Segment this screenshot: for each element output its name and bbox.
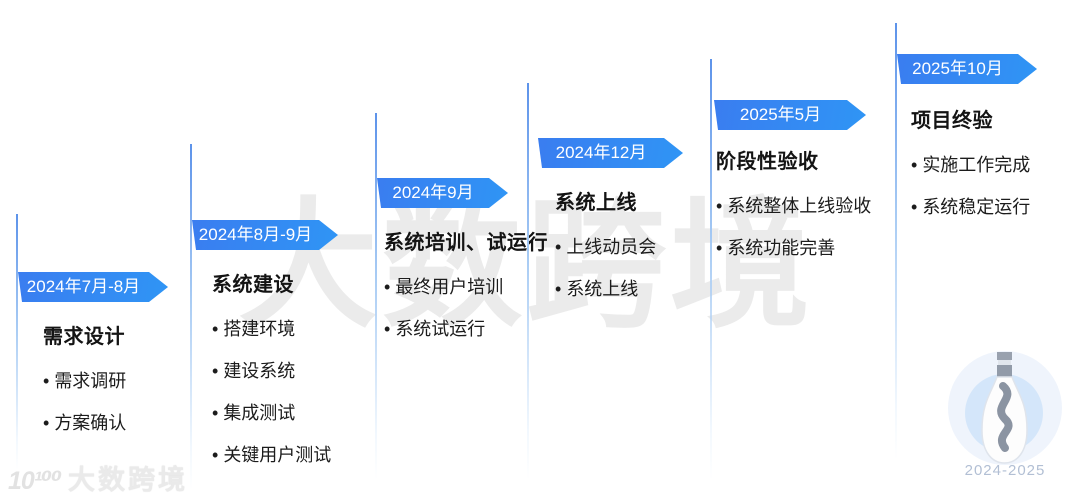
stage-5-title: 阶段性验收: [716, 151, 819, 173]
stage-6-bullet-list: 实施工作完成 系统稳定运行: [911, 154, 1030, 218]
bullet-item: 方案确认: [43, 412, 126, 434]
stage-3-content: 系统培训、试运行 最终用户培训 系统试运行: [384, 226, 548, 360]
stage-1-bullet-list: 需求调研 方案确认: [43, 370, 126, 434]
bullet-item: 集成测试: [212, 402, 331, 424]
stage-1-title: 需求设计: [43, 326, 125, 348]
stage-3-bullet-list: 最终用户培训 系统试运行: [384, 276, 548, 340]
bullet-item: 最终用户培训: [384, 276, 548, 298]
stage-6-guide-line: [895, 23, 897, 460]
bullet-item: 实施工作完成: [911, 154, 1030, 176]
bullet-item: 系统整体上线验收: [716, 195, 871, 217]
bullet-item: 系统试运行: [384, 318, 548, 340]
bullet-item: 需求调研: [43, 370, 126, 392]
bullet-item: 系统稳定运行: [911, 196, 1030, 218]
stage-1-content: 需求设计 需求调研 方案确认: [43, 320, 126, 454]
brand-watermark: 10¹⁰⁰ 大数跨境: [8, 458, 188, 497]
stage-2-title: 系统建设: [212, 274, 294, 296]
stage-5-date-banner: 2025年5月: [714, 100, 866, 130]
bullet-item: 建设系统: [212, 360, 331, 382]
stage-5-bullet-list: 系统整体上线验收 系统功能完善: [716, 195, 871, 259]
stage-5-guide-line: [710, 59, 712, 480]
stage-6-date-banner: 2025年10月: [897, 54, 1037, 84]
brand-name-text: 大数跨境: [68, 465, 189, 495]
center-watermark-text: 大数跨境: [238, 187, 815, 344]
stage-1-date-banner: 2024年7月-8月: [18, 272, 168, 302]
bullet-item: 系统上线: [555, 278, 656, 300]
stage-6-content: 项目终验 实施工作完成 系统稳定运行: [911, 104, 1030, 238]
stage-4-content: 系统上线 上线动员会 系统上线: [555, 186, 656, 320]
stage-4-date-banner: 2024年12月: [538, 138, 683, 168]
bullet-item: 上线动员会: [555, 236, 656, 258]
stage-2-guide-line: [190, 144, 192, 490]
stage-3-guide-line: [375, 113, 377, 480]
stage-3-title: 系统培训、试运行: [384, 232, 548, 254]
stage-4-title: 系统上线: [555, 192, 637, 214]
badge-years-label: 2024-2025: [964, 462, 1046, 479]
stage-4-bullet-list: 上线动员会 系统上线: [555, 236, 656, 300]
stage-2-date-banner: 2024年8月-9月: [192, 220, 338, 250]
brand-10-100-icon: 10¹⁰⁰: [8, 467, 62, 495]
bottle-badge-logo: [948, 351, 1062, 465]
stage-2-content: 系统建设 搭建环境 建设系统 集成测试 关键用户测试: [212, 268, 331, 486]
bullet-item: 搭建环境: [212, 318, 331, 340]
stage-4-guide-line: [527, 83, 529, 480]
stage-2-bullet-list: 搭建环境 建设系统 集成测试 关键用户测试: [212, 318, 331, 466]
stage-5-content: 阶段性验收 系统整体上线验收 系统功能完善: [716, 145, 871, 279]
stage-1-guide-line: [16, 214, 18, 470]
bullet-item: 系统功能完善: [716, 237, 871, 259]
stage-6-title: 项目终验: [911, 110, 993, 132]
stage-3-date-banner: 2024年9月: [377, 178, 508, 208]
bottle-icon: [981, 352, 1028, 464]
bullet-item: 关键用户测试: [212, 444, 331, 466]
